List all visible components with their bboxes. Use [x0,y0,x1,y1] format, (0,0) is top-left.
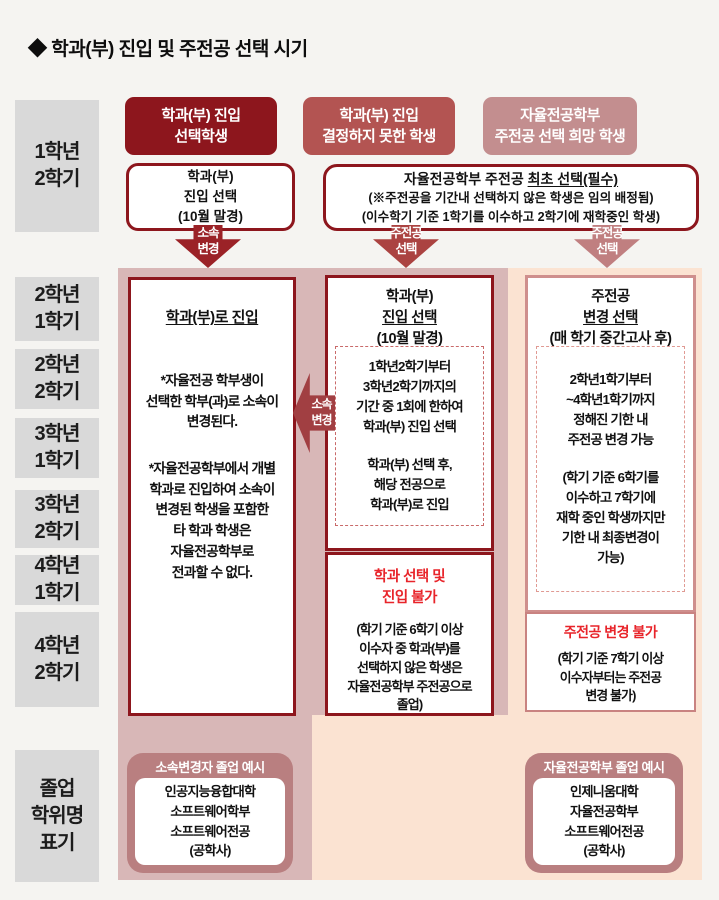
grad-example-header: 소속변경자 졸업 예시 [155,760,265,775]
down-arrow-major-select-col3: 주전공 선택 [574,225,640,268]
timeline-row-grade3-sem1: 3학년 1학기 [15,418,99,478]
restriction-title: 학과 선택 및 진입 불가 [373,569,446,607]
title-line3: (매 학기 중간고사 후) [549,331,672,348]
entry-note-2: *자율전공학부에서 개별 학과로 진입하여 소속이 변경된 학생을 포함한 타 … [148,461,276,580]
department-selection-restriction-box: 학과 선택 및 진입 불가 (학기 기준 6학기 이상 이수자 중 학과(부)를… [325,552,494,716]
entry-selected-main-box: 학과(부)로 진입 *자율전공 학부생이 선택한 학부(과)로 소속이 변경된다… [128,277,296,716]
restriction-title: 주전공 변경 불가 [563,624,658,640]
title-line2: 변경 선택 [583,310,638,327]
initial-selection-line3: (이수학기 기준 1학기를 이수하고 2학기에 재학중인 학생) [361,209,661,224]
initial-selection-line1-underlined: 최초 선택(필수) [527,171,619,188]
timeline-row-grade2-sem2: 2학년 2학기 [15,349,99,409]
down-arrow-affiliation-change: 소속 변경 [175,225,241,268]
left-arrow-affiliation-change: 소속 변경 [293,373,335,453]
timeline-row-grade3-sem2: 3학년 2학기 [15,490,99,548]
dashed-note-2: (학기 기준 6학기를 이수하고 7학기에 재학 중인 학생까지만 기한 내 최… [556,470,665,565]
undecided-main-box: 학과(부) 진입 선택 (10월 말경) 1학년2학기부터 3학년2학기까지의 … [325,275,494,551]
undecided-dashed-box: 1학년2학기부터 3학년2학기까지의 기간 중 1회에 한하여 학과(부) 진입… [335,346,484,526]
timeline-row-graduation-degree: 졸업 학위명 표기 [15,750,99,882]
page-title: ◆ 학과(부) 진입 및 주전공 선택 시기 [28,39,308,60]
restriction-body: (학기 기준 7학기 이상 이수자부터는 주전공 변경 불가) [557,651,665,704]
arrow-label: 소속 변경 [197,226,219,256]
timeline-row-grade4-sem1: 4학년 1학기 [15,555,99,605]
grad-example-affiliation-changed: 소속변경자 졸업 예시 인공지능융합대학 소프트웨어학부 소프트웨어전공 (공학… [127,753,293,873]
major-change-main-box: 주전공 변경 선택 (매 학기 중간고사 후) 2학년1학기부터 ~4학년1학기… [525,275,696,613]
initial-major-selection-text: 자율전공학부 주전공 최초 선택(필수) (※주전공을 기간내 선택하지 않은 … [362,169,660,226]
grad-example-header: 자율전공학부 졸업 예시 [543,760,665,775]
down-arrow-major-select-col2: 주전공 선택 [373,225,439,268]
initial-selection-line2: (※주전공을 기간내 선택하지 않은 학생은 임의 배정됨) [368,191,654,206]
timeline-row-grade2-sem1: 2학년 1학기 [15,277,99,341]
entry-note-1: *자율전공 학부생이 선택한 학부(과)로 소속이 변경된다. [145,373,279,430]
undecided-box-title: 학과(부) 진입 선택 (10월 말경) [328,287,491,350]
initial-major-selection-box: 자율전공학부 주전공 최초 선택(필수) (※주전공을 기간내 선택하지 않은 … [323,164,699,231]
title-line1: 주전공 [591,289,630,305]
dashed-note-1: 1학년2학기부터 3학년2학기까지의 기간 중 1회에 한하여 학과(부) 진입… [356,359,464,435]
column-header-entry-selected: 학과(부) 진입 선택학생 [125,97,277,155]
timeline-row-grade1-sem2: 1학년 2학기 [15,100,99,232]
entry-result-title: 학과(부)로 진입 [165,309,259,326]
column-header-undecided: 학과(부) 진입 결정하지 못한 학생 [303,97,455,155]
arrow-label: 소속 변경 [311,397,333,427]
dashed-note-1: 2학년1학기부터 ~4학년1학기까지 정해진 기한 내 주전공 변경 가능 [566,372,656,448]
grad-example-body: 인공지능융합대학 소프트웨어학부 소프트웨어전공 (공학사) [135,778,285,865]
initial-selection-line1-prefix: 자율전공학부 주전공 [403,171,528,188]
timeline-row-grade4-sem2: 4학년 2학기 [15,612,99,707]
major-change-dashed-content: 2학년1학기부터 ~4학년1학기까지 정해진 기한 내 주전공 변경 가능 (학… [537,347,684,591]
grad-example-body: 인제니움대학 자율전공학부 소프트웨어전공 (공학사) [533,778,675,865]
column-header-major-change: 자율전공학부 주전공 선택 희망 학생 [483,97,637,155]
major-change-restriction-box: 주전공 변경 불가 (학기 기준 7학기 이상 이수자부터는 주전공 변경 불가… [525,612,696,712]
major-change-box-title: 주전공 변경 선택 (매 학기 중간고사 후) [528,287,693,350]
arrow-label: 주전공 선택 [390,226,423,256]
title-line1: 학과(부) [385,289,434,305]
dashed-note-2: 학과(부) 선택 후, 해당 전공으로 학과(부)로 진입 [367,456,452,512]
major-change-dashed-box: 2학년1학기부터 ~4학년1학기까지 정해진 기한 내 주전공 변경 가능 (학… [536,346,685,592]
title-line3: (10월 말경) [376,331,443,348]
initial-selection-line1: 자율전공학부 주전공 최초 선택(필수) [362,169,660,189]
entry-selection-box: 학과(부) 진입 선택 (10월 말경) [126,163,295,231]
arrow-label: 주전공 선택 [591,226,624,256]
grad-example-self-design-school: 자율전공학부 졸업 예시 인제니움대학 자율전공학부 소프트웨어전공 (공학사) [525,753,683,873]
restriction-body: (학기 기준 6학기 이상 이수자 중 학과(부)를 선택하지 않은 학생은 자… [347,622,472,713]
undecided-dashed-content: 1학년2학기부터 3학년2학기까지의 기간 중 1회에 한하여 학과(부) 진입… [336,347,483,525]
title-line2: 진입 선택 [382,310,437,327]
